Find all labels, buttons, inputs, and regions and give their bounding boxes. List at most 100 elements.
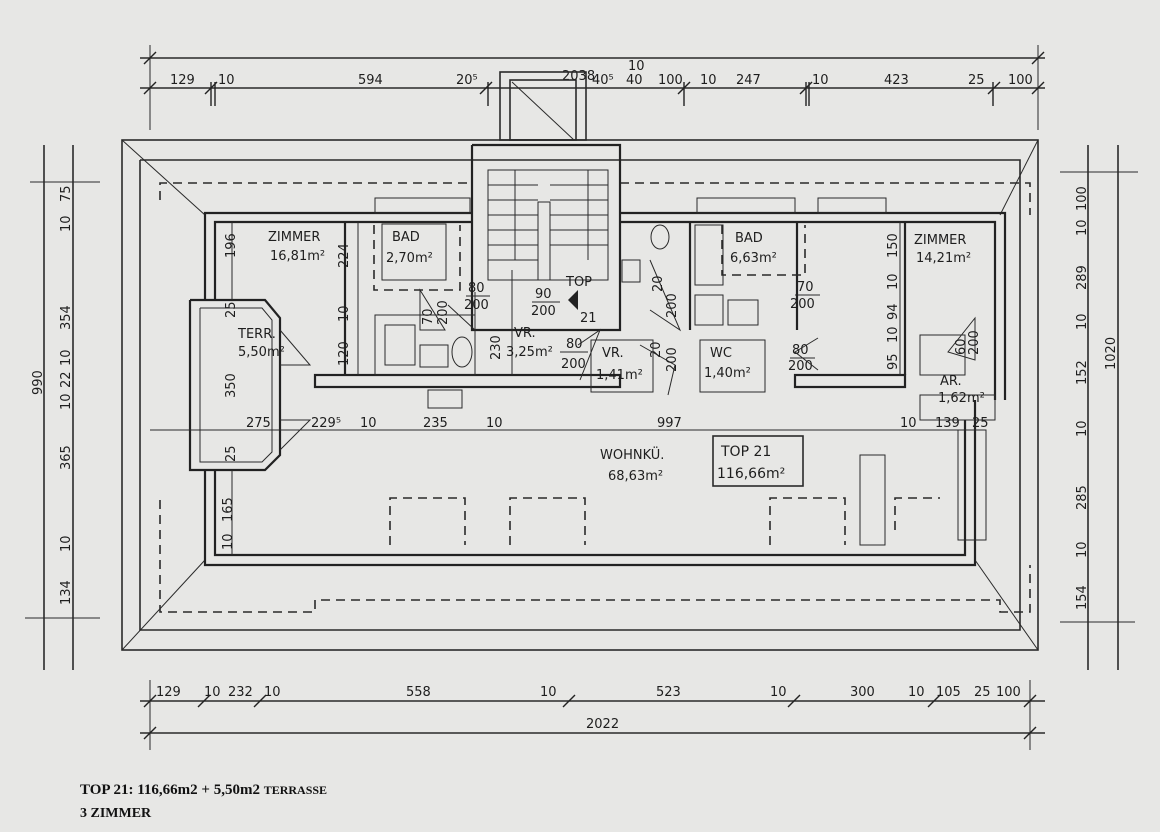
interior-dimensions: 196 25 350 25 165 10 224 10 120 230 150 … xyxy=(150,222,989,555)
room-vr-2-name: VR. xyxy=(602,346,624,361)
dim-top-segment: 10 xyxy=(628,59,645,74)
dim-left-segment: 134 xyxy=(59,580,74,605)
dim-top-segment: 20⁵ xyxy=(456,73,478,88)
door-height: 200 xyxy=(665,347,680,372)
door-width: 70 xyxy=(797,280,814,295)
dim-interior: 25 xyxy=(972,416,989,431)
door-width: 80 xyxy=(468,281,485,296)
dim-top-segment: 594 xyxy=(358,73,383,88)
dim-bottom-overall: 2022 xyxy=(586,717,619,732)
room-zimmer-left-name: ZIMMER xyxy=(268,230,320,245)
door-height: 200 xyxy=(464,298,489,313)
dim-bottom-segment: 100 xyxy=(996,685,1021,700)
room-ar-name: AR. xyxy=(940,374,962,389)
dim-bottom-segment: 300 xyxy=(850,685,875,700)
dim-interior: 10 xyxy=(360,416,377,431)
dim-right-segment: 289 xyxy=(1075,265,1090,290)
dim-right-segment: 285 xyxy=(1075,485,1090,510)
dim-left-segment: 365 xyxy=(59,445,74,470)
room-vr-1-name: VR. xyxy=(514,326,536,341)
door-width: 80 xyxy=(566,337,583,352)
dim-left-segment: 22 xyxy=(59,371,74,388)
dim-top-segment: 247 xyxy=(736,73,761,88)
dim-interior: 25 xyxy=(224,301,239,318)
dim-bottom-segment: 105 xyxy=(936,685,961,700)
dim-interior: 235 xyxy=(423,416,448,431)
room-bad-left-name: BAD xyxy=(392,230,420,245)
dim-right-segment: 100 xyxy=(1075,186,1090,211)
dim-top-segment: 10 xyxy=(218,73,235,88)
dim-right-segment: 152 xyxy=(1075,360,1090,385)
room-vr-1-area: 3,25m² xyxy=(506,345,553,360)
dim-interior: 150 xyxy=(886,233,901,258)
left-dimension-chain: 990 75 10 354 10 22 10 365 10 134 xyxy=(25,145,100,670)
room-vr-2-area: 1,41m² xyxy=(596,368,643,383)
dim-left-segment: 10 xyxy=(59,535,74,552)
dim-interior: 224 xyxy=(337,243,352,268)
dim-interior: 10 xyxy=(900,416,917,431)
dim-interior: 120 xyxy=(337,341,352,366)
dim-bottom-segment: 10 xyxy=(770,685,787,700)
dim-interior: 95 xyxy=(886,353,901,370)
building-outline xyxy=(121,139,1039,651)
dim-left-segment: 10 xyxy=(59,393,74,410)
door-height: 200 xyxy=(561,357,586,372)
dim-interior: 10 xyxy=(886,273,901,290)
dim-top-segment: 100 xyxy=(658,73,683,88)
dim-interior: 94 xyxy=(886,303,901,320)
room-wohnkueche-area: 68,63m² xyxy=(608,469,663,484)
dim-top-segment: 100 xyxy=(1008,73,1033,88)
dim-top-segment: 25 xyxy=(968,73,985,88)
apartment-top-label: TOP 21 xyxy=(720,444,771,460)
room-ar-area: 1,62m² xyxy=(938,391,985,406)
dim-left-segment: 75 xyxy=(59,185,74,202)
room-zimmer-right-area: 14,21m² xyxy=(916,251,971,266)
room-wohnkueche-name: WOHNKÜ. xyxy=(600,446,664,463)
dim-right-segment: 10 xyxy=(1075,219,1090,236)
dim-bottom-segment: 10 xyxy=(540,685,557,700)
dim-top-segment: 10 xyxy=(700,73,717,88)
bottom-dimension-chain: 129 10 232 10 558 10 523 10 300 10 105 2… xyxy=(140,680,1045,750)
door-height: 200 xyxy=(436,300,451,325)
entrance-arrow-icon xyxy=(568,290,578,310)
stairwell xyxy=(470,71,622,332)
dim-interior: 230 xyxy=(489,335,504,360)
dim-interior: 350 xyxy=(224,373,239,398)
room-bad-right-name: BAD xyxy=(735,231,763,246)
room-zimmer-left-area: 16,81m² xyxy=(270,249,325,264)
dim-interior: 997 xyxy=(657,416,682,431)
dim-top-segment: 40⁵ xyxy=(592,73,614,88)
dim-right-segment: 10 xyxy=(1075,420,1090,437)
dim-left-segment: 10 xyxy=(59,349,74,366)
dim-bottom-segment: 10 xyxy=(264,685,281,700)
dim-bottom-segment: 523 xyxy=(656,685,681,700)
room-zimmer-right-name: ZIMMER xyxy=(914,233,966,248)
room-terrace-area: 5,50m² xyxy=(238,345,285,360)
door-width: 90 xyxy=(535,287,552,302)
dim-bottom-segment: 558 xyxy=(406,685,431,700)
apartment-total-area: 116,66m² xyxy=(717,466,785,482)
dim-interior: 10 xyxy=(486,416,503,431)
door-height: 200 xyxy=(665,293,680,318)
door-width: 20 xyxy=(651,275,666,292)
room-bad-right-area: 6,63m² xyxy=(730,251,777,266)
door-width: 20 xyxy=(649,341,664,358)
dim-right-segment: 10 xyxy=(1075,541,1090,558)
dim-interior: 10 xyxy=(221,533,236,550)
dim-bottom-segment: 10 xyxy=(204,685,221,700)
terrace xyxy=(188,298,312,472)
dim-right-segment: 10 xyxy=(1075,313,1090,330)
dim-bottom-segment: 25 xyxy=(974,685,991,700)
dim-interior: 196 xyxy=(224,233,239,258)
dim-top-segment: 10 xyxy=(812,73,829,88)
dim-left-segment: 10 xyxy=(59,215,74,232)
door-height: 200 xyxy=(531,304,556,319)
windows xyxy=(389,497,940,545)
door-height: 200 xyxy=(790,297,815,312)
dim-right-overall: 1020 xyxy=(1104,337,1119,370)
caption-terrace-text: TERRASSE xyxy=(263,783,328,797)
dim-interior: 165 xyxy=(221,497,236,522)
room-wc-name: WC xyxy=(710,346,732,361)
